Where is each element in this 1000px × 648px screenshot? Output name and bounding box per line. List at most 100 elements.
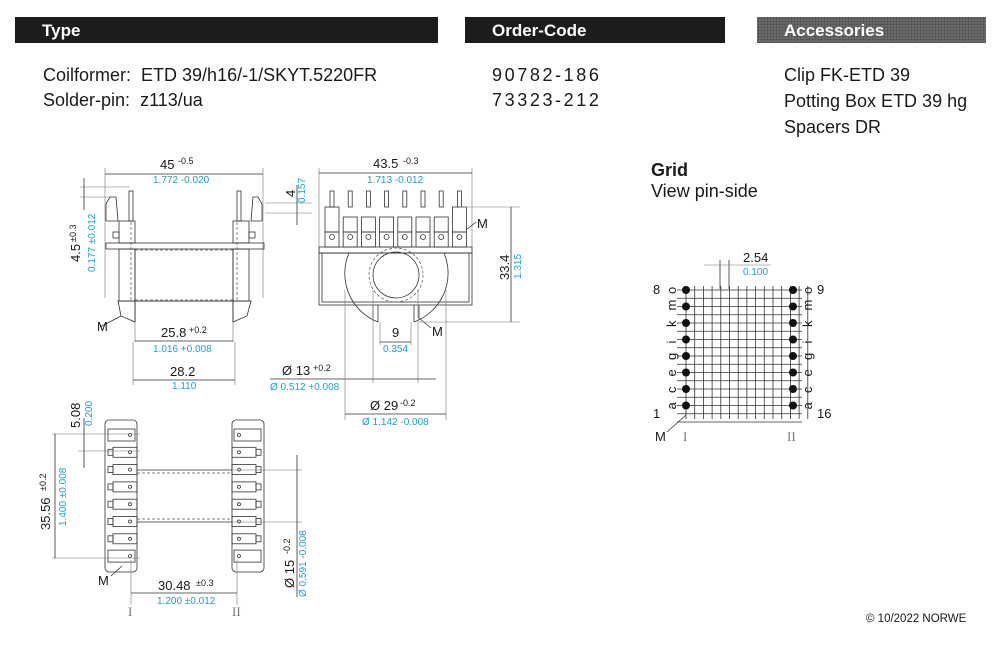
side-width-inch: 1.772 -0.020 bbox=[153, 175, 210, 186]
front-pin bbox=[379, 190, 395, 248]
front-pin-len-dim: 4 bbox=[283, 190, 298, 197]
bottom-pin-left bbox=[107, 516, 138, 527]
grid-row-letter-right: o bbox=[800, 287, 815, 294]
bottom-marker: M bbox=[98, 573, 109, 588]
bottom-pin-left bbox=[107, 446, 138, 458]
copyright-footer: © 10/2022 NORWE bbox=[866, 613, 967, 625]
bottom-pin-right bbox=[231, 481, 262, 493]
grid-pin-left bbox=[682, 401, 690, 410]
bottom-pin-right bbox=[233, 428, 262, 442]
grid-row-letter-right: e bbox=[800, 369, 815, 376]
grid-col-left: I bbox=[683, 429, 687, 444]
header-order-code-label: Order-Code bbox=[492, 21, 587, 40]
bottom-pin-left bbox=[107, 498, 138, 510]
bottom-pin-left bbox=[107, 533, 138, 545]
front-pin bbox=[324, 190, 340, 248]
type-value: ETD 39/h16/-1/SKYT.5220FR bbox=[141, 65, 378, 85]
bottom-view-drawing: 5.08 0.200 35.56 ±0.2 1.400 ±0.008 M 30.… bbox=[38, 401, 309, 619]
grid-pin-right bbox=[789, 335, 797, 344]
type-value: z113/ua bbox=[140, 90, 203, 110]
front-pin bbox=[433, 190, 449, 248]
front-height-dim: 33.4 bbox=[497, 255, 512, 280]
bottom-pin-right bbox=[231, 464, 262, 476]
header-order-code: Order-Code bbox=[465, 17, 725, 43]
grid-subtitle: View pin-side bbox=[651, 181, 758, 201]
grid-marker: M bbox=[655, 429, 666, 444]
bottom-core-inch: Ø 0.591 -0.008 bbox=[298, 530, 309, 597]
grid-row-letter-left: e bbox=[664, 369, 679, 376]
accessory-item: Spacers DR bbox=[784, 117, 882, 137]
accessory-item: Clip FK-ETD 39 bbox=[784, 65, 911, 85]
bottom-row-dist-inch: 1.200 ±0.012 bbox=[157, 596, 216, 607]
order-code-2: 73323-212 bbox=[492, 90, 602, 110]
side-view-drawing: 45 -0.5 1.772 -0.020 M 4.5 ±0.3 0 bbox=[68, 156, 265, 392]
front-bore-dim: Ø 13 bbox=[282, 363, 310, 378]
front-pin bbox=[397, 190, 413, 248]
grid-row-letter-right: m bbox=[800, 300, 815, 311]
bottom-pin-right bbox=[231, 498, 262, 510]
front-width-tol: -0.3 bbox=[403, 156, 419, 166]
grid-pitch-inch: 0.100 bbox=[743, 267, 768, 278]
grid-pin-left bbox=[682, 319, 690, 327]
bottom-pin-left bbox=[107, 464, 138, 476]
bottom-span-inch: 1.400 ±0.008 bbox=[58, 467, 69, 526]
grid-left-top-number: 8 bbox=[653, 282, 660, 297]
header-type: Type bbox=[15, 17, 438, 43]
side-width-tol: -0.5 bbox=[178, 156, 194, 166]
side-outer-inch: 1.110 bbox=[172, 381, 197, 392]
grid-pitch-dim: 2.54 bbox=[743, 250, 768, 265]
bottom-pin-left bbox=[107, 428, 136, 442]
grid-right-bottom-number: 16 bbox=[817, 406, 831, 421]
header-accessories: Accessories bbox=[757, 17, 986, 43]
front-bore-tol: +0.2 bbox=[313, 363, 331, 373]
front-marker-bottom: M bbox=[432, 324, 443, 339]
side-outer-dim: 28.2 bbox=[170, 364, 195, 379]
grid-row-letter-right: i bbox=[800, 341, 815, 344]
type-label: Solder-pin: bbox=[43, 90, 131, 110]
grid-pin-left bbox=[682, 368, 690, 377]
bottom-pitch-inch: 0.200 bbox=[84, 401, 95, 426]
grid-row-letter-left: c bbox=[664, 386, 679, 393]
grid-row-letter-right: k bbox=[800, 320, 815, 327]
grid-pin-left bbox=[682, 302, 690, 311]
front-width-inch: 1.713 -0.012 bbox=[367, 175, 424, 186]
grid-pin-right bbox=[789, 401, 797, 410]
bottom-pin-right bbox=[231, 446, 262, 458]
bottom-pin-left bbox=[107, 549, 136, 563]
bottom-row-dist-tol: ±0.3 bbox=[196, 578, 213, 588]
type-row-coilformer: Coilformer: ETD 39/h16/-1/SKYT.5220FR bbox=[43, 62, 377, 88]
grid-row-letter-left: k bbox=[664, 320, 679, 327]
front-height-inch: 1.315 bbox=[513, 254, 524, 279]
bottom-pin-right bbox=[231, 533, 262, 545]
side-pin-height-dim: 4.5 bbox=[68, 244, 83, 262]
grid-pin-left bbox=[682, 286, 690, 294]
grid-pin-right bbox=[789, 368, 797, 377]
grid-pin-left bbox=[682, 335, 690, 344]
front-bore-inch: Ø 0.512 +0.008 bbox=[270, 382, 340, 393]
bottom-pin-right bbox=[231, 516, 262, 527]
front-pin bbox=[415, 190, 431, 248]
front-pin-len-inch: 0.157 bbox=[297, 178, 308, 203]
bottom-row-dist-dim: 30.48 bbox=[158, 578, 191, 593]
grid-row-letter-left: o bbox=[664, 287, 679, 294]
type-row-solder-pin: Solder-pin: z113/ua bbox=[43, 87, 203, 113]
grid-left-bottom-number: 1 bbox=[653, 406, 660, 421]
bottom-core-dim: Ø 15 bbox=[282, 560, 297, 588]
grid-row-letter-left: m bbox=[664, 300, 679, 311]
bottom-pitch-dim: 5.08 bbox=[68, 403, 83, 428]
bottom-span-dim: 35.56 bbox=[38, 497, 53, 530]
side-pin-height-inch: 0.177 ±0.012 bbox=[87, 213, 98, 272]
front-flange-tol: -0.2 bbox=[400, 398, 416, 408]
order-code-1: 90782-186 bbox=[492, 65, 602, 85]
side-width-dim: 45 bbox=[160, 157, 174, 172]
side-inner-tol: +0.2 bbox=[189, 325, 207, 335]
grid-row-letter-right: a bbox=[800, 402, 815, 410]
front-pin bbox=[360, 190, 376, 248]
type-label: Coilformer: bbox=[43, 65, 132, 85]
grid-title: Grid bbox=[651, 160, 689, 180]
front-flange-inch: Ø 1.142 -0.008 bbox=[362, 417, 429, 428]
side-inner-inch: 1.016 +0.008 bbox=[153, 344, 212, 355]
bottom-core-tol: -0.2 bbox=[282, 538, 292, 554]
